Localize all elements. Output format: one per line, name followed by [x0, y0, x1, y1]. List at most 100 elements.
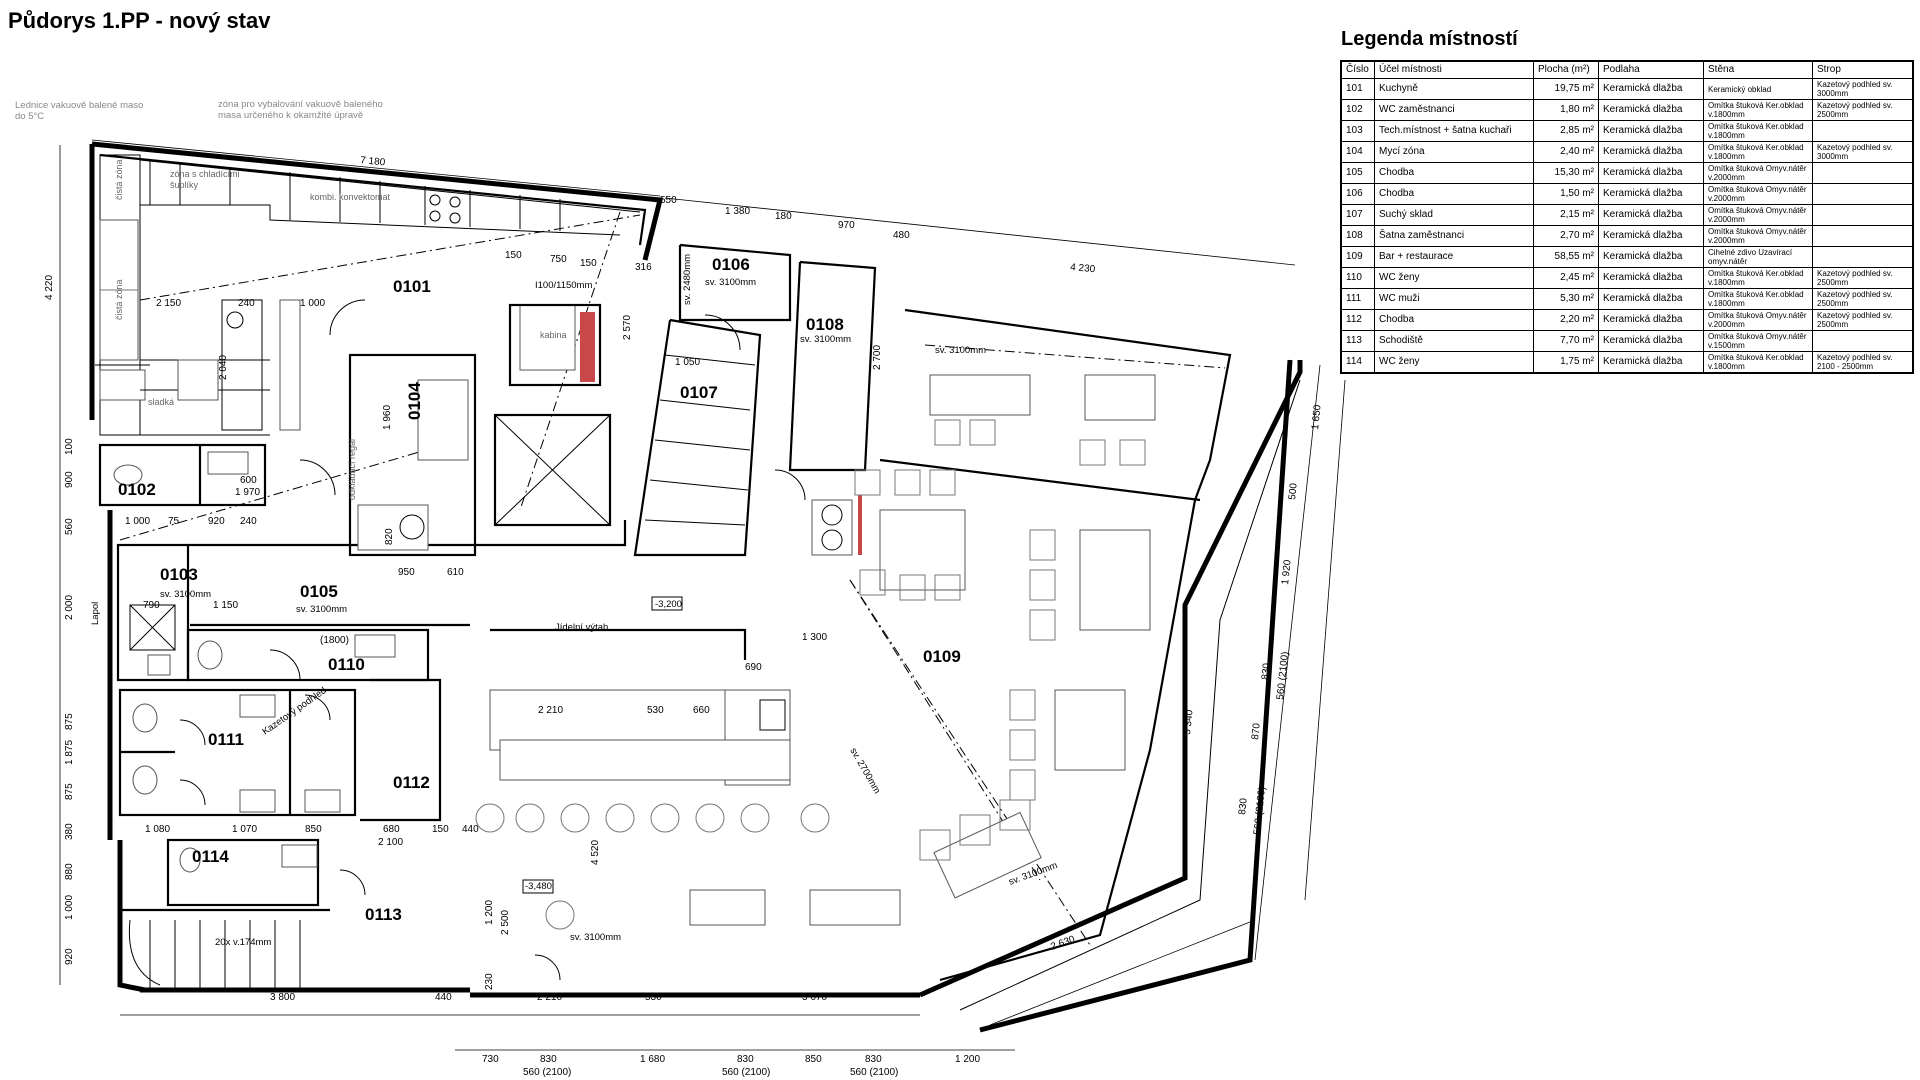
legend-cell-room-floor: Keramická dlažba	[1598, 309, 1704, 331]
dim-2210: 2 210	[538, 705, 563, 716]
legend-cell-room-wall: Omítka štuková Omyv.nátěr v.1500mm	[1703, 330, 1813, 352]
dim-100: 100	[64, 438, 75, 455]
legend-cell-room-wall: Omítka štuková Omyv.nátěr v.2000mm	[1703, 204, 1813, 226]
dim-1000b: 1 000	[125, 516, 150, 527]
dim-820: 820	[384, 528, 395, 545]
legend-cell-room-wall: Omítka štuková Omyv.nátěr v.2000mm	[1703, 183, 1813, 205]
legend-cell-room-wall: Omítka štuková Omyv.nátěr v.2000mm	[1703, 225, 1813, 247]
legend-cell-room-area: 2,15 m²	[1533, 204, 1599, 226]
legend-cell-room-number: 109	[1340, 246, 1375, 268]
room-0108: 0108 sv. 3100mm	[788, 260, 877, 556]
dim-4230: 4 230	[1070, 262, 1096, 275]
dim-2500: 2 500	[500, 910, 511, 935]
legend-cell-room-purpose: Schodiště	[1374, 330, 1534, 352]
dim-150c: 150	[432, 824, 449, 835]
room-0106: 0106 sv. 3100mm sv. 2480mm	[678, 243, 792, 322]
dim-3800: 3 800	[270, 992, 295, 1003]
room-0114: 0114	[166, 838, 320, 907]
dim-2570: 2 570	[622, 315, 633, 340]
room-0113: 0113 20x v.174mm	[120, 905, 402, 990]
legend-cell-room-wall: Keramický obklad	[1703, 78, 1813, 100]
legend-cell-room-purpose: Bar + restaurace	[1374, 246, 1534, 268]
legend-cell-room-ceiling: Kazetový podhled sv. 2500mm	[1812, 288, 1914, 310]
bar-height: sv. 3100mm	[570, 932, 621, 943]
dim-7180: 7 180	[360, 155, 386, 168]
dim-900: 900	[64, 471, 75, 488]
legend-cell-room-purpose: WC zaměstnanci	[1374, 99, 1534, 121]
zone-note-2: masa určeného k okamžité úpravě	[218, 110, 363, 121]
dim-1800: (1800)	[320, 635, 349, 646]
dim-530b: 530	[645, 992, 662, 1003]
legend-header-wall: Stěna	[1703, 60, 1813, 79]
room-0101-label: 0101	[393, 277, 431, 296]
legend-title: Legenda místností	[1341, 28, 1518, 50]
dim-1920: 1 920	[1280, 559, 1294, 585]
clean-zone-label-2: čistá zóna	[114, 279, 124, 320]
legend-cell-room-area: 2,45 m²	[1533, 267, 1599, 289]
room-0111: 0111 Kazetový podhled	[118, 685, 357, 817]
room-0108-label: 0108	[806, 315, 844, 334]
dimension-lines	[59, 139, 1346, 1051]
dim-440b: 440	[435, 992, 452, 1003]
room-0112-label: 0112	[393, 773, 430, 792]
room-0106-label: 0106	[712, 255, 750, 274]
dim-2000: 2 000	[64, 595, 75, 620]
dim-560b: 560 (2100)	[1252, 786, 1268, 835]
legend-cell-room-ceiling	[1812, 120, 1914, 142]
legend-cell-room-number: 105	[1340, 162, 1375, 184]
legend-cell-room-floor: Keramická dlažba	[1598, 288, 1704, 310]
legend-cell-room-area: 2,70 m²	[1533, 225, 1599, 247]
dim-850: 850	[305, 824, 322, 835]
room-0106-height: sv. 3100mm	[705, 277, 756, 288]
legend-cell-room-ceiling	[1812, 183, 1914, 205]
legend-cell-room-floor: Keramická dlažba	[1598, 141, 1704, 163]
legend-cell-room-number: 104	[1340, 141, 1375, 163]
legend-cell-room-purpose: Kuchyně	[1374, 78, 1534, 100]
dim-480: 480	[893, 230, 910, 241]
legend-cell-room-purpose: WC ženy	[1374, 267, 1534, 289]
kitchen-counter	[99, 159, 641, 401]
dim-500: 500	[1287, 482, 1300, 500]
legend-cell-room-number: 103	[1340, 120, 1375, 142]
legend-cell-room-area: 1,75 m²	[1533, 351, 1599, 374]
legend-cell-room-area: 15,30 m²	[1533, 162, 1599, 184]
dim-690: 690	[745, 662, 762, 673]
dirty-zone-label: zóna s chladícími	[170, 169, 240, 179]
legend-cell-room-floor: Keramická dlažba	[1598, 120, 1704, 142]
dim-1200: 1 200	[484, 900, 495, 925]
room-0107-label: 0107	[680, 383, 718, 402]
dim-1960: 1 960	[382, 405, 393, 430]
legend-cell-room-ceiling: Kazetový podhled sv. 3000mm	[1812, 141, 1914, 163]
lapol-label: Lapol	[90, 602, 101, 625]
legend-cell-room-area: 1,80 m²	[1533, 99, 1599, 121]
legend-cell-room-number: 113	[1340, 330, 1375, 352]
dim-875b: 875	[64, 783, 75, 800]
fridge-note-2: do 5°C	[15, 111, 44, 122]
dim-750: 750	[550, 254, 567, 265]
legend-cell-room-number: 111	[1340, 288, 1375, 310]
legend-cell-room-wall: Cihelné zdivo Uzavírací omyv.nátěr	[1703, 246, 1813, 268]
legend-header-ceiling: Strop	[1812, 60, 1914, 79]
legend-cell-room-area: 2,85 m²	[1533, 120, 1599, 142]
dim-1000c: 1 000	[64, 895, 75, 920]
dim-2210b: 2 210	[537, 992, 562, 1003]
bar-stools	[475, 803, 830, 930]
dim-440: 440	[462, 824, 479, 835]
zone-note-1: zóna pro vybalování vakuově baleného	[218, 99, 383, 110]
legend-cell-room-wall: Omítka štuková Omyv.nátěr v.2000mm	[1703, 162, 1813, 184]
dim-180: 180	[775, 211, 792, 222]
lintel-label: I100/1150mm	[535, 280, 592, 291]
legend-cell-room-wall: Omítka štuková Ker.obklad v.1800mm	[1703, 120, 1813, 142]
legend-cell-room-number: 112	[1340, 309, 1375, 331]
kitchen-island	[279, 299, 602, 431]
legend-cell-room-wall: Omítka štuková Ker.obklad v.1800mm	[1703, 351, 1813, 374]
dim-830b: 830	[1237, 797, 1250, 815]
room-0105-label: 0105	[300, 582, 338, 601]
room-0108-height: sv. 3100mm	[800, 334, 851, 345]
